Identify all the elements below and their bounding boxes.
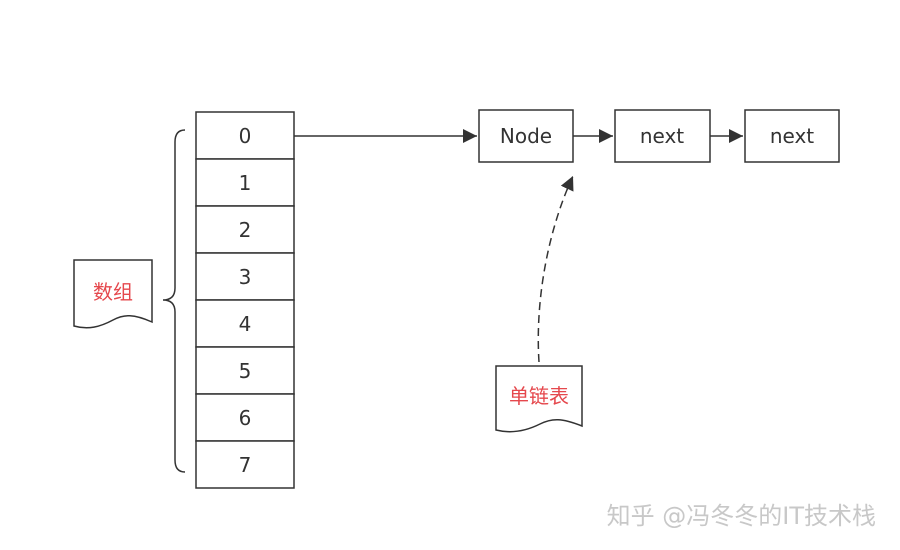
array-cell-label: 4	[239, 312, 252, 336]
array-cell-label: 0	[239, 124, 252, 148]
node-label: next	[640, 124, 684, 148]
node-label: next	[770, 124, 814, 148]
array-cell: 0	[195, 111, 295, 160]
array-label-doc: 数组	[73, 259, 153, 329]
linked-list-node: next	[744, 109, 840, 163]
node-label: Node	[500, 124, 552, 148]
linked-list-node: next	[614, 109, 711, 163]
linked-list-label-text: 单链表	[509, 384, 569, 408]
array-cell: 7	[195, 440, 295, 489]
linked-list-node: Node	[478, 109, 574, 163]
array-label-text: 数组	[93, 280, 133, 304]
array-cell-label: 2	[239, 218, 252, 242]
array-cell-label: 3	[239, 265, 252, 289]
dashed-arrow-label-to-node	[537, 175, 574, 363]
array-cell: 5	[195, 346, 295, 395]
array-cell-label: 7	[239, 453, 252, 477]
array-cell-label: 6	[239, 406, 252, 430]
array-cell: 2	[195, 205, 295, 254]
array-cell: 3	[195, 252, 295, 301]
array-cell-label: 1	[239, 171, 252, 195]
array-brace	[162, 129, 186, 473]
array-cells: 0 1 2 3 4 5 6 7	[195, 111, 295, 489]
linked-list-label-doc: 单链表	[495, 365, 583, 433]
array-cell: 6	[195, 393, 295, 442]
array-cell: 1	[195, 158, 295, 207]
linked-list-nodes: Node next next	[478, 109, 840, 163]
array-cell: 4	[195, 299, 295, 348]
watermark-text: 知乎 @冯冬冬的IT技术栈	[606, 502, 876, 530]
array-cell-label: 5	[239, 359, 252, 383]
